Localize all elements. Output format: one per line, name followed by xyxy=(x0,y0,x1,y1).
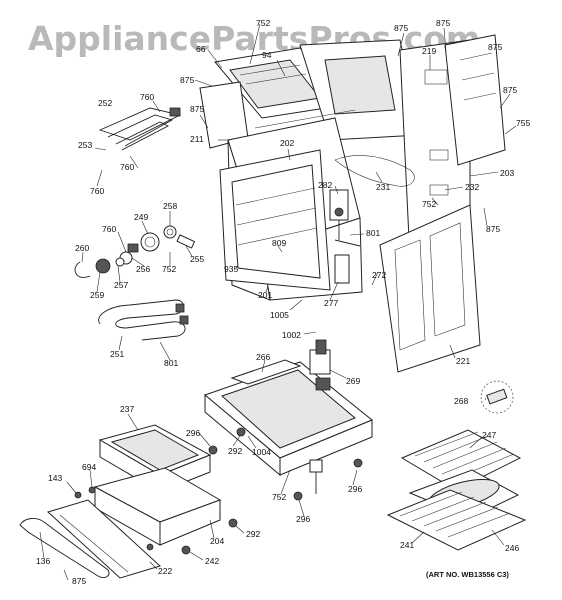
art-number: (ART NO. WB13556 C3) xyxy=(426,570,509,579)
part-label-875: 875 xyxy=(190,104,204,114)
part-label-282: 282 xyxy=(318,180,332,190)
oven-rack xyxy=(386,489,527,551)
part-label-760: 760 xyxy=(102,224,116,234)
cord-clip xyxy=(315,339,327,355)
drawer-handle xyxy=(19,518,110,579)
part-label-252: 252 xyxy=(98,98,112,108)
part-label-296: 296 xyxy=(186,428,200,438)
part-label-760: 760 xyxy=(90,186,104,196)
part-label-277: 277 xyxy=(324,298,338,308)
part-label-272: 272 xyxy=(372,270,386,280)
broil-element xyxy=(98,107,182,151)
part-label-752: 752 xyxy=(422,199,436,209)
part-label-268: 268 xyxy=(454,396,468,406)
part-label-875: 875 xyxy=(72,576,86,586)
part-label-257: 257 xyxy=(114,280,128,290)
broil-pan-grid xyxy=(400,429,522,491)
part-label-246: 246 xyxy=(505,543,519,553)
part-label-1002: 1002 xyxy=(282,330,301,340)
part-label-255: 255 xyxy=(190,254,204,264)
drawer-body xyxy=(93,467,222,546)
part-label-801: 801 xyxy=(164,358,178,368)
part-label-292: 292 xyxy=(246,529,260,539)
part-label-269: 269 xyxy=(346,376,360,386)
part-label-875: 875 xyxy=(180,75,194,85)
part-label-241: 241 xyxy=(400,540,414,550)
part-label-266: 266 xyxy=(256,352,270,362)
part-label-136: 136 xyxy=(36,556,50,566)
part-label-809: 809 xyxy=(272,238,286,248)
part-label-251: 251 xyxy=(110,349,124,359)
part-label-249: 249 xyxy=(134,212,148,222)
control-knobs xyxy=(74,225,196,278)
insulation-blanket xyxy=(334,155,415,187)
part-label-875: 875 xyxy=(394,23,408,33)
bake-element xyxy=(98,299,189,341)
leveling-leg-bracket xyxy=(309,349,331,391)
part-label-875: 875 xyxy=(488,42,502,52)
part-label-211: 211 xyxy=(190,134,204,144)
part-label-296: 296 xyxy=(296,514,310,524)
drawer-base xyxy=(204,359,373,477)
part-label-752: 752 xyxy=(256,18,270,28)
part-label-247: 247 xyxy=(482,430,496,440)
part-label-258: 258 xyxy=(163,201,177,211)
part-label-875: 875 xyxy=(486,224,500,234)
part-label-760: 760 xyxy=(140,92,154,102)
part-label-219: 219 xyxy=(422,46,436,56)
part-label-201: 201 xyxy=(258,290,272,300)
oven-front-frame xyxy=(219,149,331,291)
part-label-66: 66 xyxy=(196,44,206,54)
part-label-143: 143 xyxy=(48,473,62,483)
part-label-202: 202 xyxy=(280,138,294,148)
part-label-1005: 1005 xyxy=(270,310,289,320)
part-label-237: 237 xyxy=(120,404,134,414)
drawer-glides xyxy=(181,427,363,555)
part-label-94: 94 xyxy=(262,50,272,60)
part-label-231: 231 xyxy=(376,182,390,192)
part-label-292: 292 xyxy=(228,446,242,456)
part-label-204: 204 xyxy=(210,536,224,546)
part-number-labels: 752 66 94 875 875 875 875 219 760 252 87… xyxy=(36,18,530,586)
side-panel-right xyxy=(379,204,481,373)
part-label-755: 755 xyxy=(516,118,530,128)
part-label-296: 296 xyxy=(348,484,362,494)
part-label-752: 752 xyxy=(272,492,286,502)
part-label-760: 760 xyxy=(120,162,134,172)
screw-detail xyxy=(309,459,323,494)
part-label-875: 875 xyxy=(503,85,517,95)
back-panel xyxy=(444,34,506,166)
drawer-pan xyxy=(98,424,212,493)
thermostat-sensor xyxy=(329,189,361,247)
part-label-242: 242 xyxy=(205,556,219,566)
door-latch xyxy=(334,254,350,284)
part-label-256: 256 xyxy=(136,264,150,274)
part-label-752: 752 xyxy=(162,264,176,274)
part-label-260: 260 xyxy=(75,243,89,253)
drawer-front-panel xyxy=(47,499,161,579)
part-label-875: 875 xyxy=(436,18,450,28)
leader-lines xyxy=(39,23,517,581)
part-label-259: 259 xyxy=(90,290,104,300)
part-label-253: 253 xyxy=(78,140,92,150)
drawer-screws xyxy=(74,486,154,551)
part-label-935: 935 xyxy=(224,264,238,274)
part-label-694: 694 xyxy=(82,462,96,472)
rack-support-detail xyxy=(480,380,514,414)
part-label-1004: 1004 xyxy=(252,447,271,457)
part-label-222: 222 xyxy=(158,566,172,576)
part-label-203: 203 xyxy=(500,168,514,178)
part-label-232: 232 xyxy=(465,182,479,192)
part-label-801: 801 xyxy=(366,228,380,238)
part-label-221: 221 xyxy=(456,356,470,366)
